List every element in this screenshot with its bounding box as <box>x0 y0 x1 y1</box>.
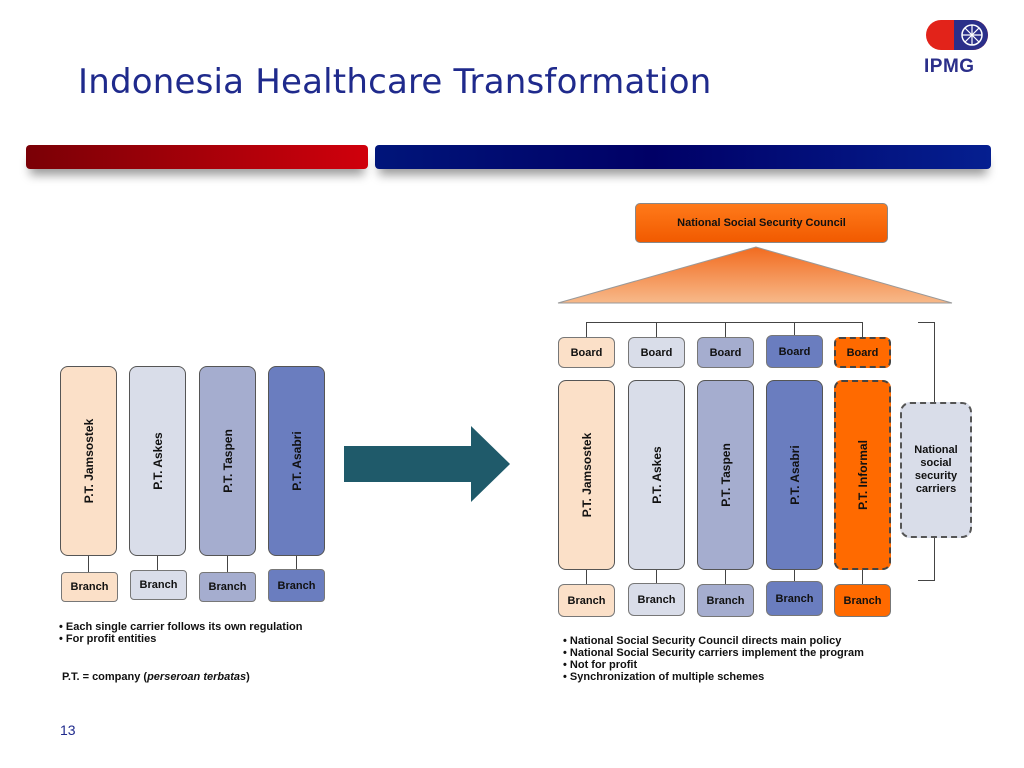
left-branch-box: Branch <box>268 569 325 602</box>
board-box: Board <box>628 337 685 368</box>
carrier-label: P.T. Askes <box>649 446 664 504</box>
white-panel <box>52 188 370 208</box>
tree-line <box>586 322 862 323</box>
bracket-line <box>918 322 935 323</box>
council-box: National Social Security Council <box>635 203 888 243</box>
right-carrier-jamsostek: P.T. Jamsostek <box>558 380 615 570</box>
board-box: Board <box>697 337 754 368</box>
left-branch-box: Branch <box>130 570 187 600</box>
note-suffix: ) <box>246 671 250 683</box>
logo-text: IPMG <box>924 56 975 77</box>
right-carrier-informal: P.T. Informal <box>834 380 891 570</box>
page-number: 13 <box>60 722 76 738</box>
council-triangle <box>557 246 953 304</box>
note-prefix: P.T. = company ( <box>62 671 148 683</box>
left-carrier-jamsostek: P.T. Jamsostek <box>60 366 117 556</box>
tree-line <box>862 322 863 337</box>
tree-line <box>794 322 795 335</box>
bracket-line <box>918 580 935 581</box>
right-bullets: • National Social Security Council direc… <box>563 635 864 683</box>
connector-line <box>88 556 89 572</box>
left-branch-box: Branch <box>61 572 118 602</box>
bullet-item: • Not for profit <box>563 659 638 671</box>
connector-line <box>656 570 657 583</box>
carrier-label: P.T. Jamsostek <box>579 432 594 518</box>
board-box-informal: Board <box>834 337 891 368</box>
bullet-item: • For profit entities <box>59 633 157 645</box>
carrier-label: P.T. Asabri <box>289 431 304 491</box>
header-bar-blue <box>375 145 991 169</box>
carrier-label: P.T. Asabri <box>787 445 802 505</box>
bullet-item: • National Social Security carriers impl… <box>563 647 864 659</box>
left-bullets: • Each single carrier follows its own re… <box>59 621 302 645</box>
tree-line <box>725 322 726 337</box>
carrier-label: P.T. Jamsostek <box>81 418 96 504</box>
company-note: P.T. = company (perseroan terbatas) <box>62 671 250 683</box>
left-carrier-taspen: P.T. Taspen <box>199 366 256 556</box>
note-italic: perseroan terbatas <box>147 671 247 683</box>
bracket-line <box>934 322 935 402</box>
connector-line <box>157 556 158 570</box>
carrier-label: P.T. Taspen <box>718 443 733 507</box>
connector-line <box>227 556 228 572</box>
connector-line <box>296 556 297 569</box>
left-carrier-asabri: P.T. Asabri <box>268 366 325 556</box>
connector-line <box>586 570 587 584</box>
left-branch-box: Branch <box>199 572 256 602</box>
right-carrier-taspen: P.T. Taspen <box>697 380 754 570</box>
right-branch-box-informal: Branch <box>834 584 891 617</box>
carrier-label: P.T. Askes <box>150 432 165 490</box>
right-carrier-asabri: P.T. Asabri <box>766 380 823 570</box>
tree-line <box>586 322 587 337</box>
bullet-item: • Synchronization of multiple schemes <box>563 671 765 683</box>
bullet-item: • Each single carrier follows its own re… <box>59 621 303 633</box>
tree-line <box>656 322 657 337</box>
national-carriers-box: National social security carriers <box>900 402 972 538</box>
carrier-label: P.T. Informal <box>855 440 870 510</box>
right-branch-box: Branch <box>697 584 754 617</box>
board-box: Board <box>766 335 823 368</box>
right-branch-box: Branch <box>766 581 823 616</box>
connector-line <box>862 570 863 584</box>
bracket-line <box>934 538 935 580</box>
board-box: Board <box>558 337 615 368</box>
connector-line <box>794 570 795 583</box>
logo-pill <box>926 20 988 50</box>
carrier-label: P.T. Taspen <box>220 429 235 493</box>
ipmg-logo-icon: IPMG <box>920 20 998 78</box>
left-carrier-askes: P.T. Askes <box>129 366 186 556</box>
right-carrier-askes: P.T. Askes <box>628 380 685 570</box>
right-branch-box: Branch <box>558 584 615 617</box>
right-branch-box: Branch <box>628 583 685 616</box>
page-title: Indonesia Healthcare Transformation <box>78 62 712 102</box>
connector-line <box>725 570 726 584</box>
bullet-item: • National Social Security Council direc… <box>563 635 842 647</box>
right-arrow-icon <box>344 426 510 502</box>
header-bar-red <box>26 145 368 169</box>
